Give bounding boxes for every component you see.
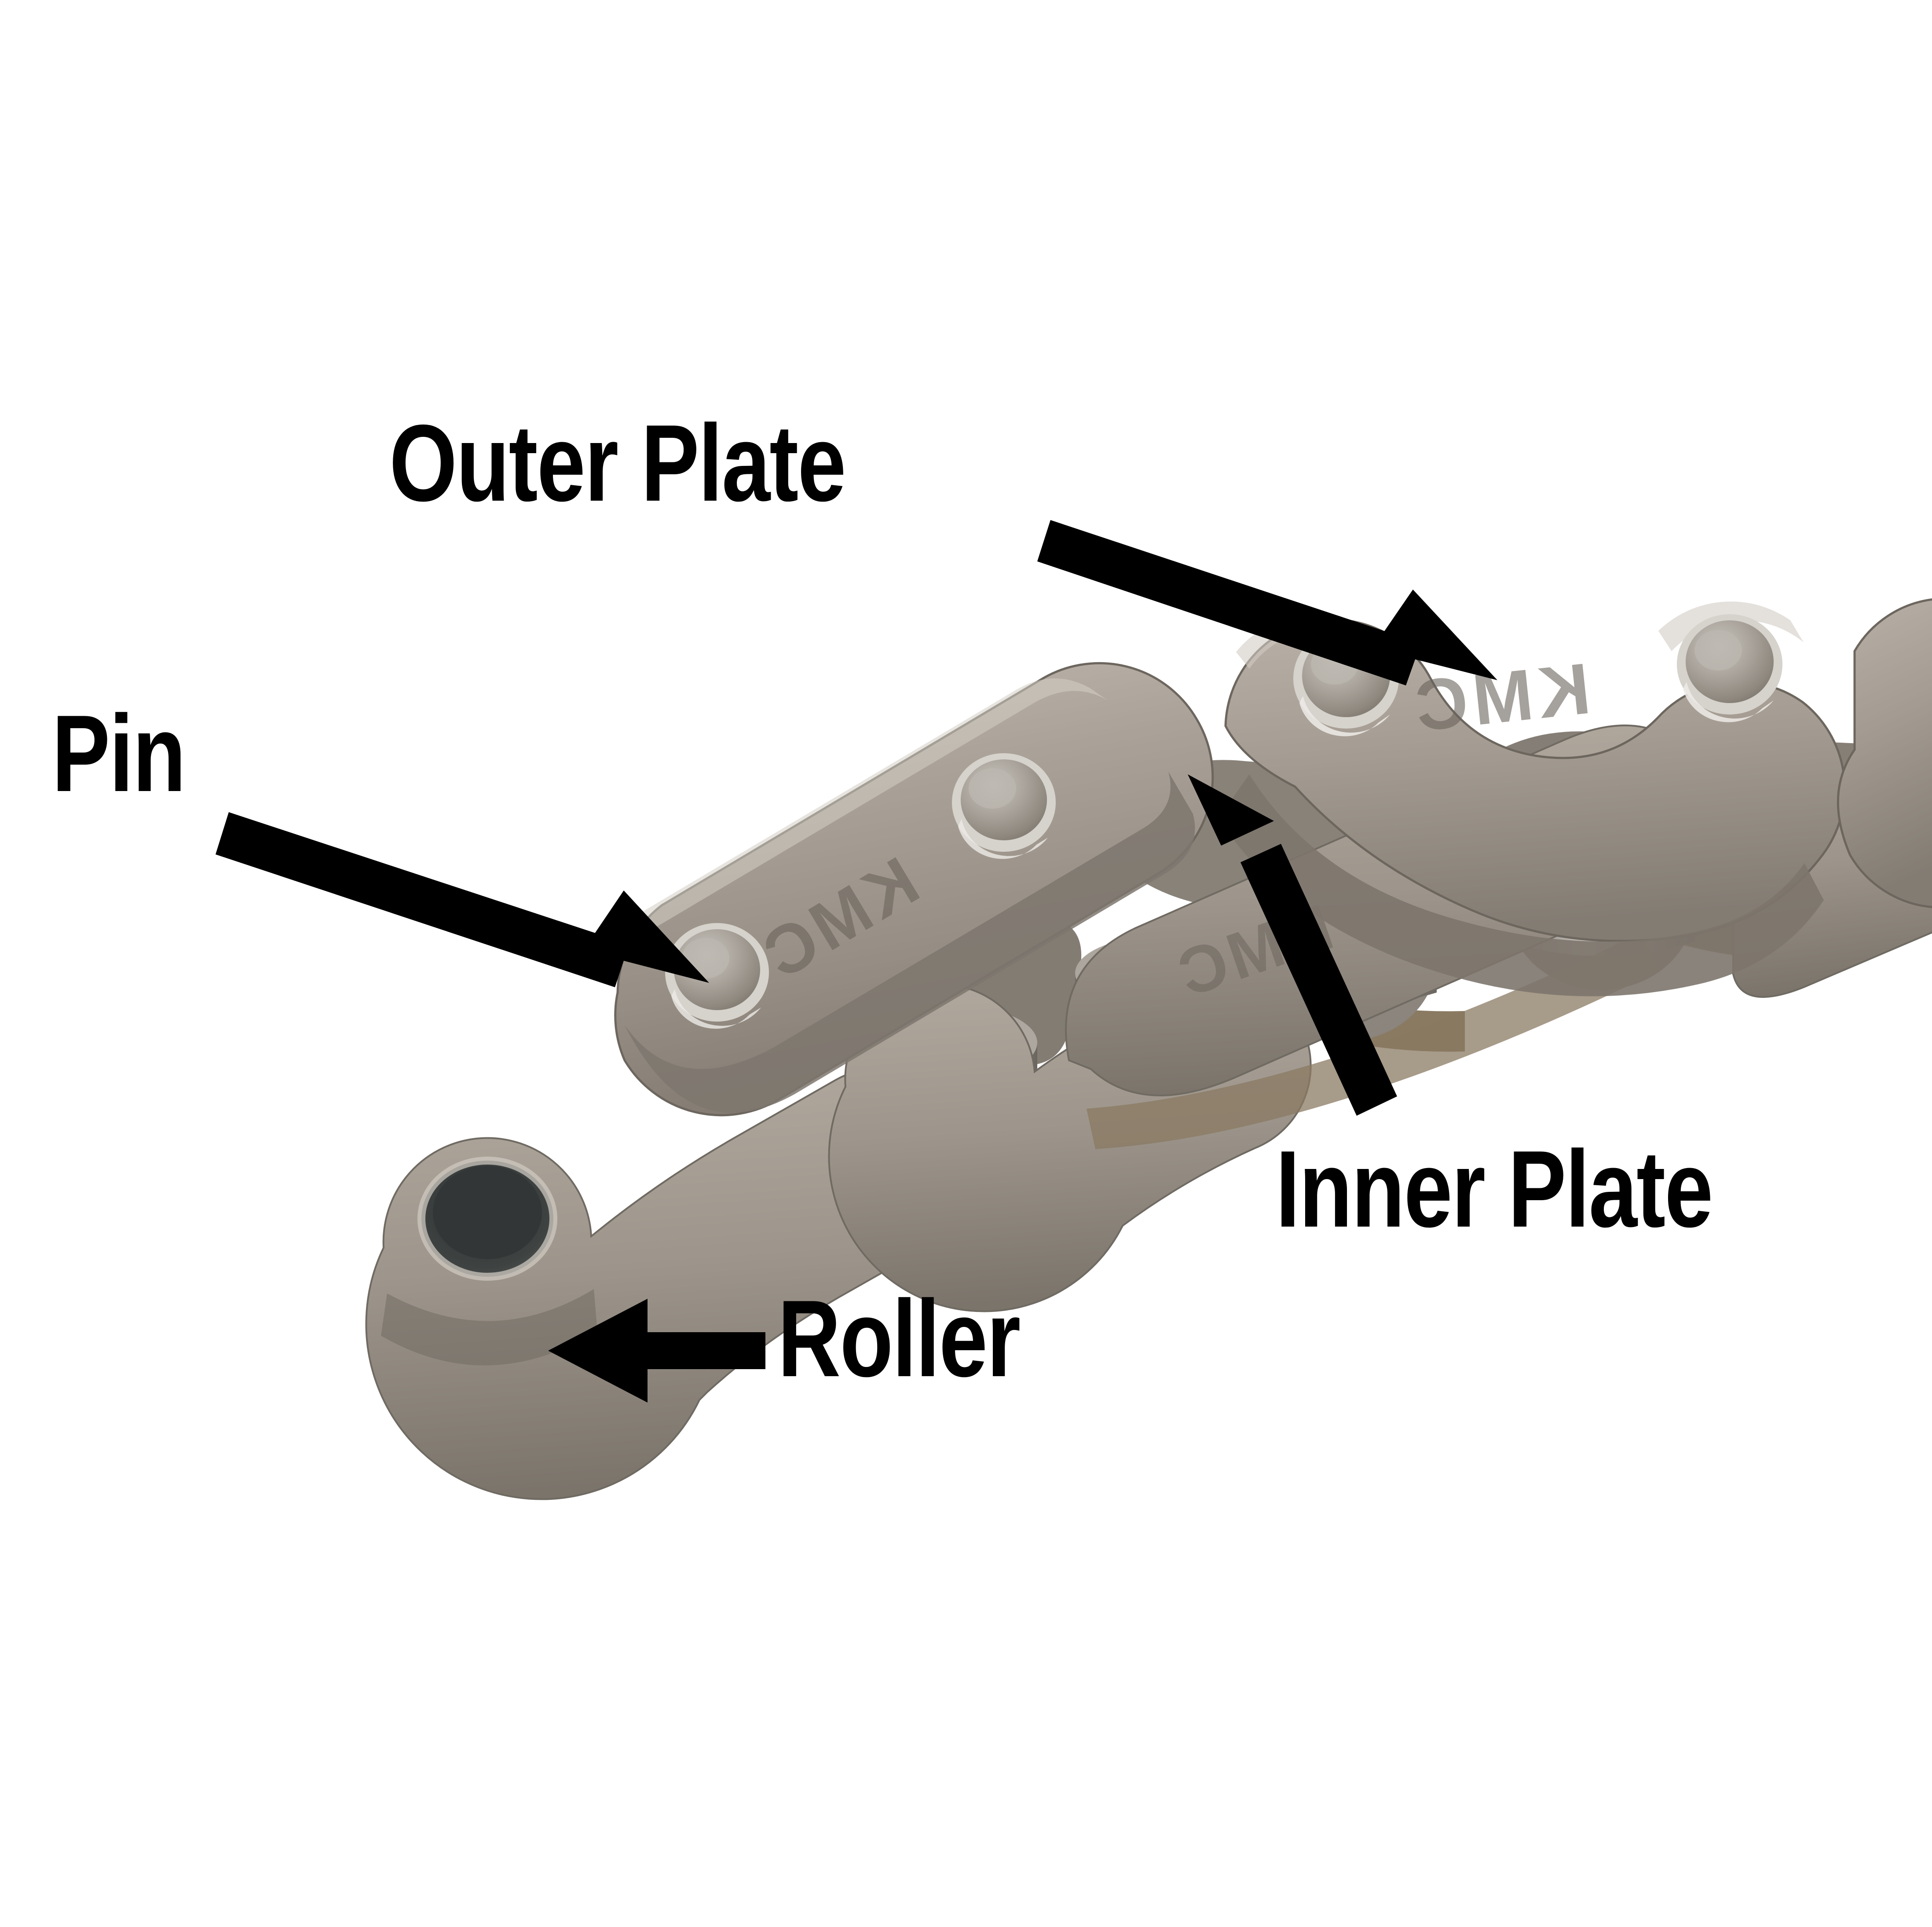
arrow-pin bbox=[216, 812, 709, 987]
label-pin: Pin bbox=[52, 692, 186, 814]
pin-left-upper bbox=[952, 753, 1056, 859]
callout-arrows bbox=[216, 520, 1497, 1403]
outer-plate-far-right bbox=[1837, 598, 1932, 909]
outer-plates: KMC bbox=[614, 598, 1932, 1117]
pin-right-right bbox=[1677, 614, 1782, 722]
arrow-inner-plate bbox=[1188, 774, 1397, 1116]
outer-plate-left: KMC bbox=[614, 662, 1214, 1117]
chain-assembly: KMC bbox=[365, 598, 1932, 1500]
pin-left-lower bbox=[665, 923, 769, 1029]
label-inner-plate: Inner Plate bbox=[1276, 1128, 1713, 1250]
label-roller: Roller bbox=[778, 1277, 1021, 1399]
label-outer-plate: Outer Plate bbox=[389, 402, 846, 524]
outer-plate-left-body bbox=[614, 662, 1214, 1117]
inner-plate-end bbox=[365, 1067, 978, 1500]
arrow-roller bbox=[548, 1299, 765, 1403]
arrow-outer-plate bbox=[1037, 520, 1497, 685]
